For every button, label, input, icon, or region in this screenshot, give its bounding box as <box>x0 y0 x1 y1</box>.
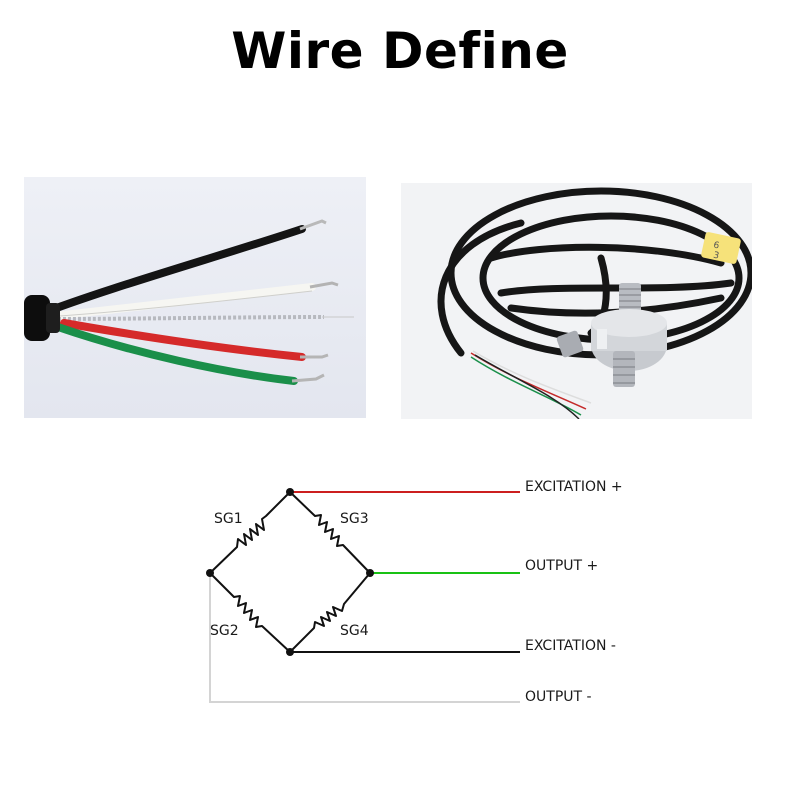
label-excitation-plus: EXCITATION + <box>525 479 623 495</box>
node-top <box>286 488 294 496</box>
load-cell-sensor-photo: 6 3 <box>401 183 752 419</box>
arm-sg3 <box>289 491 371 574</box>
label-output-plus: OUTPUT + <box>525 558 598 574</box>
label-sg1: SG1 <box>214 511 243 527</box>
wire-ends-photo <box>24 177 366 418</box>
svg-text:6: 6 <box>712 240 720 251</box>
arm-sg2 <box>209 572 291 653</box>
node-bottom <box>286 648 294 656</box>
label-sg2: SG2 <box>210 623 239 639</box>
label-sg4: SG4 <box>340 623 369 639</box>
label-sg3: SG3 <box>340 511 369 527</box>
arm-sg4 <box>289 572 371 653</box>
page-title: Wire Define <box>231 22 569 80</box>
label-excitation-minus: EXCITATION - <box>525 638 616 654</box>
node-left <box>206 569 214 577</box>
wire-output-minus <box>209 573 520 703</box>
node-right <box>366 569 374 577</box>
arm-sg1 <box>209 491 291 574</box>
svg-text:3: 3 <box>712 251 720 262</box>
label-output-minus: OUTPUT - <box>525 689 592 705</box>
